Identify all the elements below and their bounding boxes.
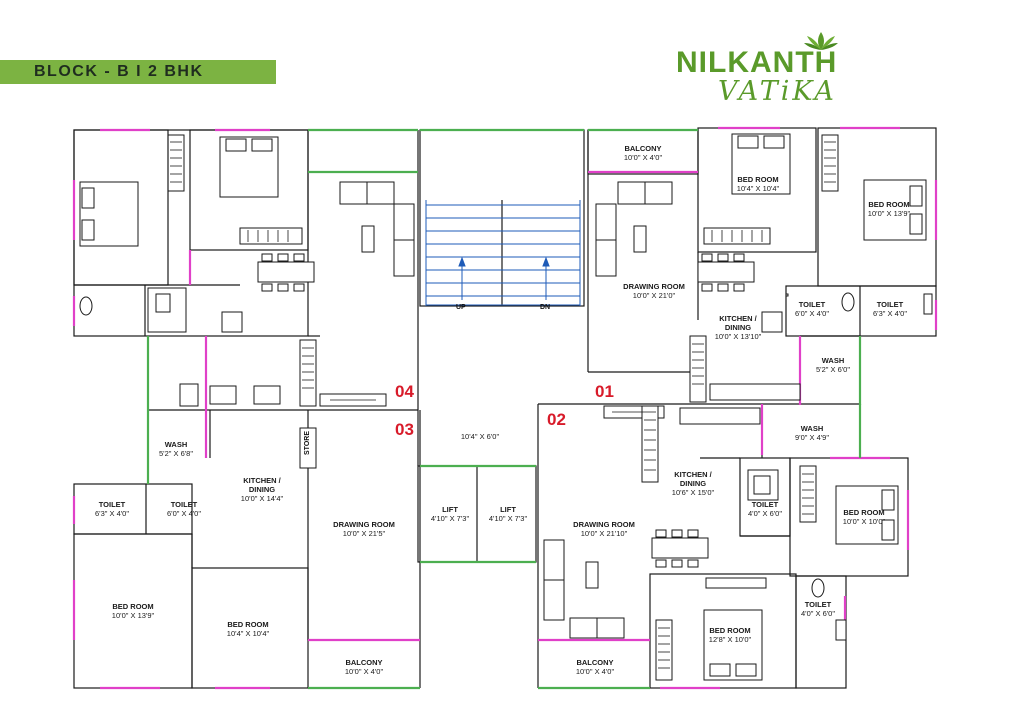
toilet-fixtures xyxy=(79,292,933,598)
counter-hatch xyxy=(302,343,704,471)
unit-number-03: 03 xyxy=(395,420,414,439)
logo-subtitle: VATiKA xyxy=(718,76,837,107)
unit-number-02: 02 xyxy=(547,410,566,429)
block-banner xyxy=(0,60,276,84)
bed-furniture xyxy=(79,133,927,681)
wardrobes xyxy=(167,134,839,681)
unit-number-01: 01 xyxy=(595,382,614,401)
dining-tables xyxy=(257,253,755,568)
wardrobe-hatch xyxy=(170,141,836,669)
stair-up-label: UP xyxy=(456,304,466,311)
sofas xyxy=(339,181,673,639)
block-title: BLOCK - B I 2 BHK xyxy=(34,63,204,80)
stair-down-label: DN xyxy=(540,304,551,311)
lotus-logo-icon xyxy=(804,32,838,50)
staircase xyxy=(425,200,581,306)
room-lobby: 10'4" X 6'0" xyxy=(460,432,500,441)
logo-name: NILKANTH xyxy=(676,46,838,79)
balcony-rails xyxy=(146,128,862,690)
unit-number-04: 04 xyxy=(395,382,414,401)
store-label: STORE xyxy=(304,431,311,455)
